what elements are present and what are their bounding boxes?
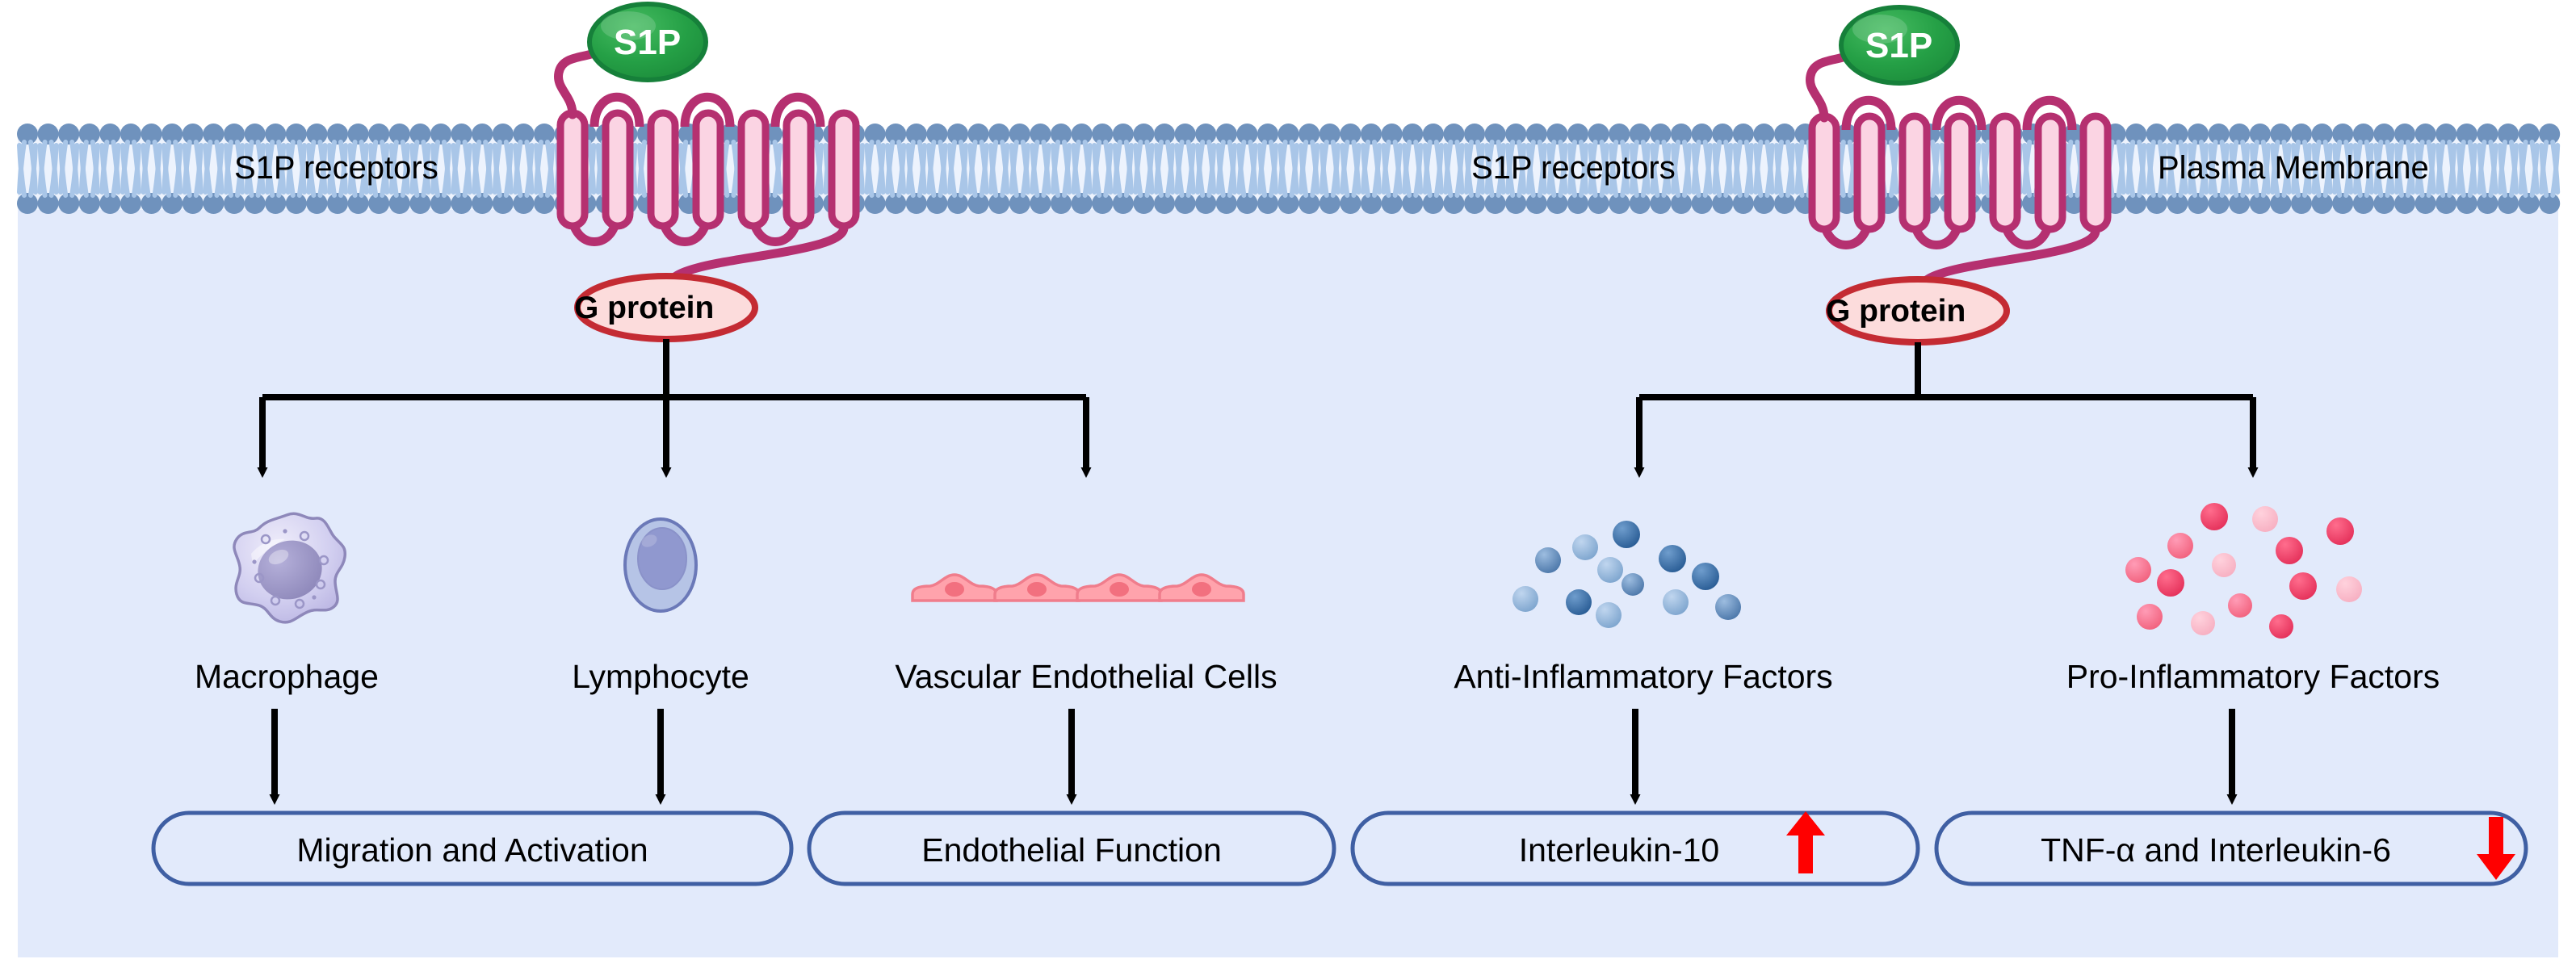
trend-arrow-down-tnf <box>2477 817 2515 880</box>
target-label-lymphocyte: Lymphocyte <box>572 658 749 695</box>
endothelial-cells-icon <box>911 573 1245 602</box>
trend-arrow-up-il10 <box>1786 811 1825 873</box>
s1p-ligand-left <box>587 2 708 82</box>
plasma-membrane-label: Plasma Membrane <box>2158 150 2429 186</box>
receptor-helices <box>556 92 860 246</box>
outcome-label-tnf-alpha-and-interleukin-6: TNF-α and Interleukin-6 <box>2041 831 2391 869</box>
s1p-ligand-label-left: S1P <box>614 23 682 62</box>
target-label-pro-inflammatory-factors: Pro-Inflammatory Factors <box>2066 658 2440 695</box>
outcome-box-endothelial-function[interactable] <box>807 810 1336 886</box>
outcome-box-tnf-alpha-and-interleukin-6[interactable] <box>1934 810 2528 886</box>
macrophage-cell-icon <box>233 512 347 624</box>
target-label-vascular-endothelial-cells: Vascular Endothelial Cells <box>895 658 1278 695</box>
outcome-boxes <box>151 810 2528 886</box>
outcome-box-interleukin-10[interactable] <box>1350 810 1920 886</box>
receptor-helices <box>1808 95 2112 249</box>
s1p-ligand-label-right: S1P <box>1865 26 1933 65</box>
outcome-label-interleukin-10: Interleukin-10 <box>1518 831 1720 869</box>
branch-arrows-right <box>1634 342 2259 478</box>
g-protein-label-right: G protein <box>1826 294 1966 329</box>
outcome-label-migration-and-activation: Migration and Activation <box>296 831 648 869</box>
target-label-anti-inflammatory-factors: Anti-Inflammatory Factors <box>1454 658 1833 695</box>
outcome-arrows <box>269 709 2238 805</box>
blue-molecules-icon <box>1512 521 1741 628</box>
membrane-label-left: S1P receptors <box>234 150 438 186</box>
outcome-box-migration-and-activation[interactable] <box>151 810 794 886</box>
g-protein-label-left: G protein <box>574 291 715 325</box>
s1p-receptor-left <box>554 32 860 289</box>
lymphocyte-cell-icon <box>623 517 698 613</box>
membrane-label-right: S1P receptors <box>1471 150 1676 186</box>
target-label-macrophage: Macrophage <box>195 658 379 695</box>
branch-arrows-left <box>257 339 1092 478</box>
outcome-label-endothelial-function: Endothelial Function <box>921 831 1222 869</box>
s1p-ligand-right <box>1839 5 1960 86</box>
pink-molecules-icon <box>2125 503 2362 639</box>
s1p-receptor-right <box>1806 36 2112 292</box>
